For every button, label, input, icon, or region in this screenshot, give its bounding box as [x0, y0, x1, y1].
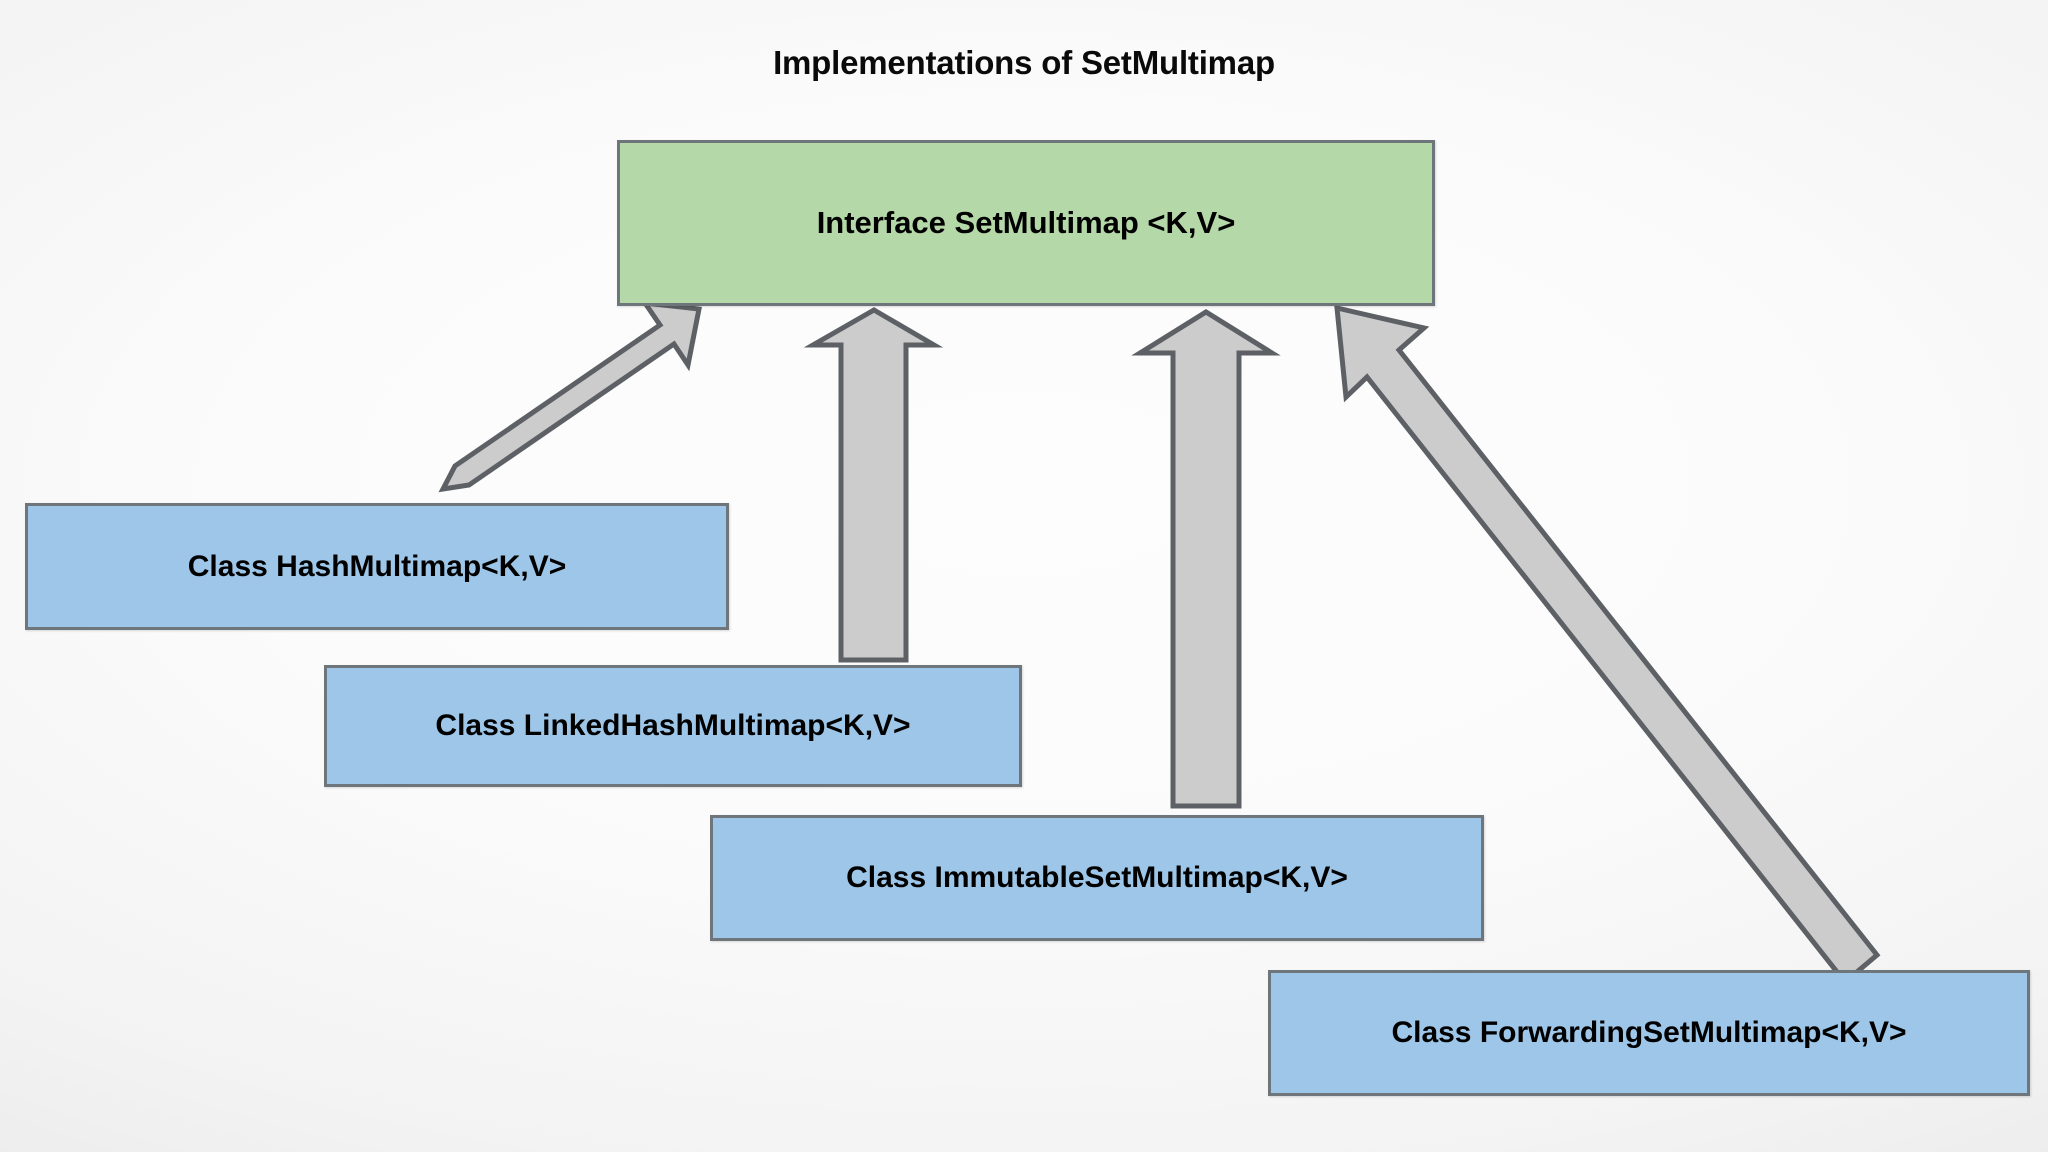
node-label: Interface SetMultimap <K,V> [816, 204, 1236, 240]
node-label: Class HashMultimap<K,V> [187, 549, 567, 583]
arrow-linkedhashmultimap-to-interface [803, 307, 944, 663]
node-class-immutablesetmultimap[interactable]: Class ImmutableSetMultimap<K,V> [710, 815, 1484, 941]
node-class-linkedhashmultimap[interactable]: Class LinkedHashMultimap<K,V> [324, 665, 1022, 787]
page-title: Implementations of SetMultimap [773, 44, 1275, 81]
node-label: Class ForwardingSetMultimap<K,V> [1391, 1016, 1907, 1050]
node-class-hashmultimap[interactable]: Class HashMultimap<K,V> [25, 503, 729, 630]
arrow-hashmultimap-to-interface [438, 299, 702, 493]
node-label: Class ImmutableSetMultimap<K,V> [846, 861, 1348, 895]
node-class-forwardingsetmultimap[interactable]: Class ForwardingSetMultimap<K,V> [1268, 970, 2030, 1096]
node-label: Class LinkedHashMultimap<K,V> [435, 709, 911, 743]
arrow-immutablesetmultimap-to-interface [1131, 309, 1281, 809]
node-interface-setmultimap[interactable]: Interface SetMultimap <K,V> [617, 140, 1435, 306]
